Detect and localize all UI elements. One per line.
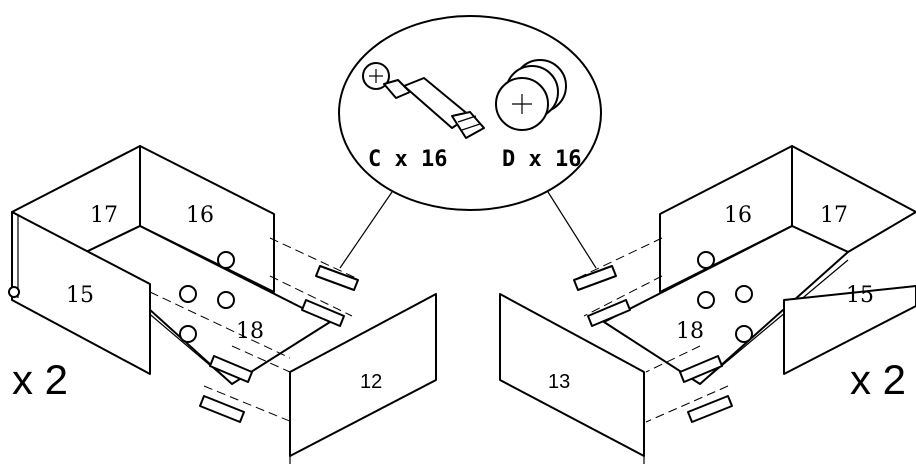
right-cam-bolts [573,265,733,423]
hardware-callout: C x 16 D x 16 [338,15,602,269]
right-label-13: 13 [548,371,570,393]
right-guide-lines [577,237,729,423]
callout-circle [338,15,602,211]
left-label-18: 18 [236,319,264,344]
right-panel-15 [783,285,916,375]
callout-pointer-right [547,191,597,269]
right-cam-locks [697,251,753,343]
right-label-15: 15 [846,283,874,308]
left-panel-15 [11,211,151,375]
right-label-16: 16 [724,203,752,228]
left-cam-locks [179,251,235,343]
right-multiplier: x 2 [850,356,906,403]
part-c-label: C x 16 [368,147,447,172]
left-label-17: 17 [90,203,118,228]
right-label-18: 18 [676,319,704,344]
callout-pointer-left [339,191,393,269]
part-d-label: D x 16 [502,147,581,172]
left-panel-12 [289,293,437,457]
right-drawer-assembly: 16 17 15 18 13 x 2 [499,145,916,464]
right-panel-13 [499,293,645,457]
right-label-17: 17 [820,203,848,228]
left-label-15: 15 [66,283,94,308]
left-guide-lines [149,237,357,423]
cam-lock-icon [495,59,567,131]
left-cam-bolts [199,265,359,423]
cam-bolt-icon [362,62,485,139]
left-label-16: 16 [186,203,214,228]
left-drawer-assembly: 17 16 15 18 12 x 2 [8,145,437,464]
left-multiplier: x 2 [12,356,68,403]
left-label-12: 12 [360,371,382,393]
